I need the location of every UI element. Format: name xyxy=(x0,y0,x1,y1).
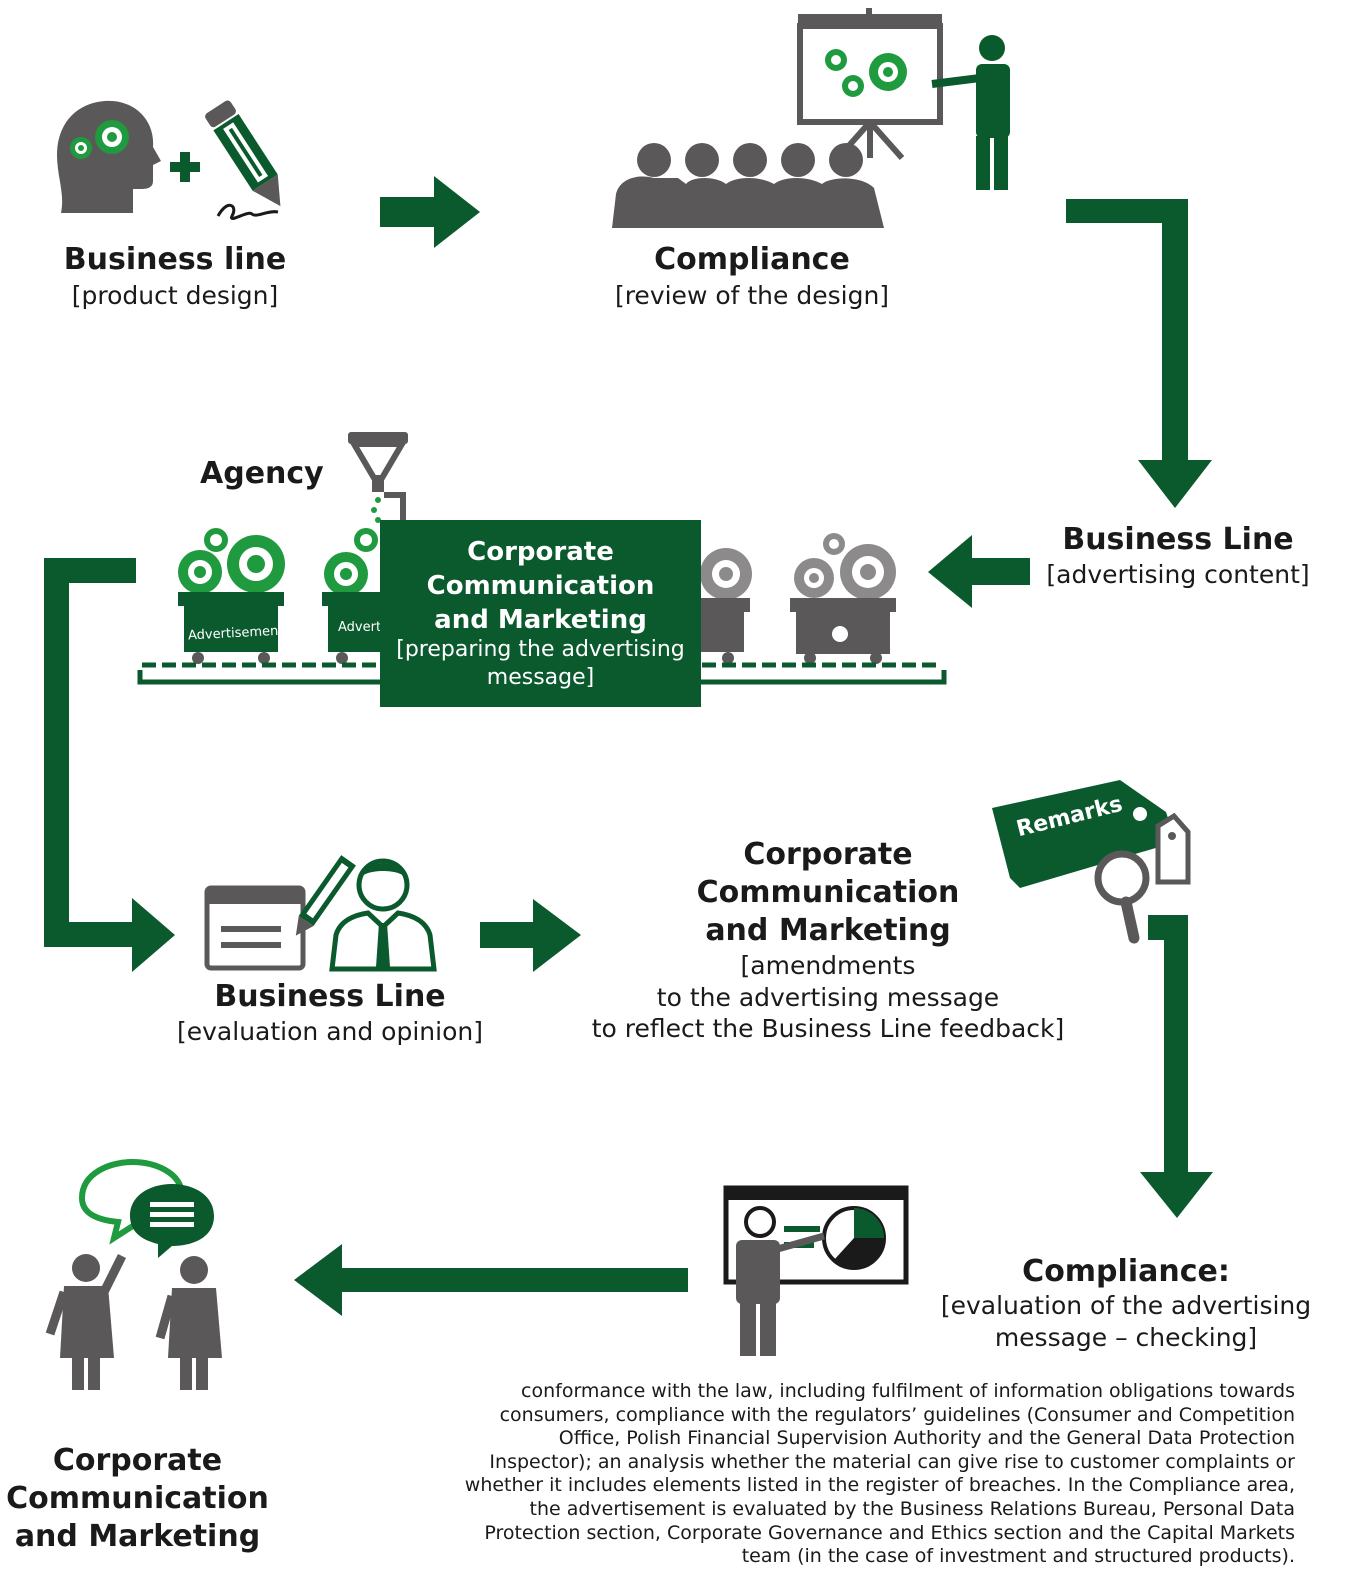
step6-subtitle-line-3: to reflect the Business Line feedback] xyxy=(591,1014,1065,1043)
step3-title: Business Line xyxy=(1062,522,1294,557)
arrow-left-2 xyxy=(294,1244,688,1316)
note-line-4: Inspector); an analysis whether the mate… xyxy=(489,1450,1295,1473)
arrow-down-2 xyxy=(1140,915,1213,1218)
step7-subtitle: [evaluation of the advertising message –… xyxy=(930,1290,1322,1353)
step2-title: Compliance xyxy=(654,242,850,277)
note-line-8: team (in the case of investment and stru… xyxy=(741,1545,1295,1568)
step1-subtitle: [product design] xyxy=(71,281,279,310)
step6-subtitle: [amendments to the advertising message t… xyxy=(578,950,1078,1045)
step8-title-line-2: Communication xyxy=(6,1481,269,1516)
agency-box-title-line-1: Corporate xyxy=(467,537,614,567)
note-line-3: Office, Polish Financial Supervision Aut… xyxy=(558,1427,1295,1450)
agency-box-title-line-3: and Marketing xyxy=(434,605,647,635)
agency-box-subtitle: [preparing the advertising message] xyxy=(380,636,701,692)
agency-step-box xyxy=(380,520,701,707)
step8-title-line-3: and Marketing xyxy=(14,1519,261,1554)
arrow-loop-1 xyxy=(44,558,175,972)
step5-subtitle: [evaluation and opinion] xyxy=(177,1017,483,1046)
note-line-1: conformance with the law, including fulf… xyxy=(521,1380,1295,1402)
step3-subtitle: [advertising content] xyxy=(1046,560,1310,589)
agency-label: Agency xyxy=(200,456,324,491)
step6-title: Corporate Communication and Marketing xyxy=(640,836,1016,950)
agency-box-title: Corporate Communication and Marketing xyxy=(380,535,701,637)
arrow-right-1 xyxy=(380,176,480,248)
document-pen-icon xyxy=(204,855,356,971)
arrow-left-1 xyxy=(928,535,1030,608)
step7-title: Compliance: xyxy=(1022,1254,1230,1289)
step8-title: Corporate Communication and Marketing xyxy=(0,1442,275,1556)
note-line-5: whether it includes elements listed in t… xyxy=(464,1474,1295,1497)
step2-subtitle: [review of the design] xyxy=(614,281,890,310)
plus-icon xyxy=(170,152,200,182)
businessman-icon xyxy=(329,858,437,972)
presenter-chart-icon xyxy=(723,1185,909,1356)
step6-title-line-2: Communication xyxy=(696,875,960,910)
arrow-down-1 xyxy=(1066,199,1212,508)
discussion-people-icon xyxy=(45,1158,222,1390)
arrow-right-2 xyxy=(480,899,581,972)
step1-title: Business line xyxy=(63,242,287,277)
pencil-icon xyxy=(205,100,281,220)
note-line-7: Protection section, Corporate Governance… xyxy=(484,1521,1295,1544)
note-line-6: the advertisement is evaluated by the Bu… xyxy=(529,1497,1296,1520)
agency-box-title-line-2: Communication xyxy=(426,571,655,601)
step7-subtitle-line-2: message – checking] xyxy=(994,1322,1258,1352)
step5-title: Business Line xyxy=(214,979,446,1014)
note-line-2: consumers, compliance with the regulator… xyxy=(499,1403,1295,1426)
compliance-note: conformance with the law, including fulf… xyxy=(450,1380,1295,1569)
agency-box-subtitle-line-1: [preparing the advertising xyxy=(396,637,685,662)
step6-title-line-3: and Marketing xyxy=(705,913,951,948)
step6-title-line-1: Corporate xyxy=(743,837,913,872)
cart-label-2: Adverti xyxy=(338,620,385,635)
step6-subtitle-line-2: to the advertising message xyxy=(656,982,1000,1012)
agency-box-subtitle-line-2: message] xyxy=(486,665,595,690)
presentation-board-icon xyxy=(612,8,1010,228)
conveyor-belt-icon xyxy=(137,432,947,685)
step8-title-line-1: Corporate xyxy=(52,1443,223,1478)
head-gears-icon xyxy=(57,100,161,213)
step7-subtitle-line-1: [evaluation of the advertising xyxy=(940,1291,1312,1320)
step6-subtitle-line-1: [amendments xyxy=(740,951,916,980)
remarks-tag-icon xyxy=(992,780,1191,944)
